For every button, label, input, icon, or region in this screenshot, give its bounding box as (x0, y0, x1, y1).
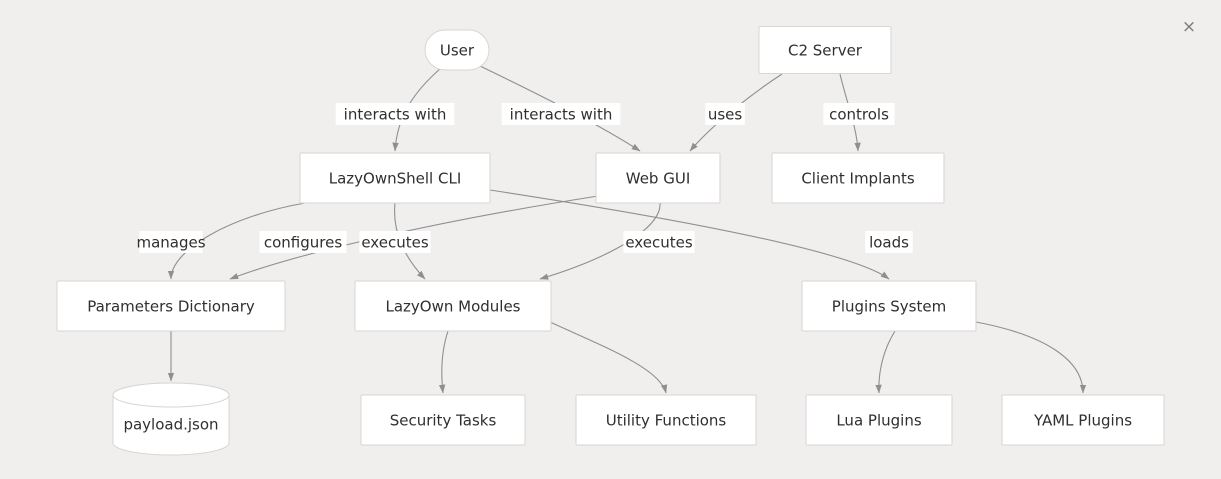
node-label-yamlplugins: YAML Plugins (1033, 412, 1132, 430)
node-label-user: User (440, 42, 475, 60)
edge-plugins-to-yamlplugins (975, 321, 1087, 394)
edge-label-controls-c2-implants: controls (823, 103, 895, 125)
node-label-luaplugins: Lua Plugins (836, 412, 921, 430)
node-label-webgui: Web GUI (626, 170, 691, 188)
node-c2[interactable]: C2 Server (758, 26, 892, 74)
node-label-c2: C2 Server (788, 42, 863, 60)
node-implants[interactable]: Client Implants (771, 152, 945, 204)
edge-label-text: uses (708, 106, 743, 124)
node-payload[interactable]: payload.json (112, 382, 230, 456)
edge-label-text: interacts with (510, 106, 613, 124)
edge-label-text: manages (136, 234, 205, 252)
edge-modules-to-sectasks (438, 330, 449, 394)
node-label-plugins: Plugins System (832, 298, 946, 316)
node-luaplugins[interactable]: Lua Plugins (805, 394, 953, 446)
edge-label-configures-webgui-params: configures (259, 231, 347, 253)
node-user[interactable]: User (424, 29, 490, 71)
edge-label-interacts-with-user-webgui: interacts with (501, 103, 621, 125)
close-icon[interactable]: × (1181, 16, 1197, 37)
node-plugins[interactable]: Plugins System (801, 280, 977, 332)
edge-modules-to-utilfuncs (549, 321, 668, 394)
edge-cli-to-plugins (489, 189, 890, 280)
node-yamlplugins[interactable]: YAML Plugins (1001, 394, 1165, 446)
node-cli[interactable]: LazyOwnShell CLI (299, 152, 491, 204)
edge-label-text: loads (869, 234, 909, 252)
node-utilfuncs[interactable]: Utility Functions (575, 394, 757, 446)
edge-plugins-to-luaplugins (875, 330, 896, 394)
node-label-payload: payload.json (123, 416, 218, 434)
edge-label-text: executes (625, 234, 692, 252)
node-sectasks[interactable]: Security Tasks (360, 394, 526, 446)
node-label-cli: LazyOwnShell CLI (329, 170, 462, 188)
node-webgui[interactable]: Web GUI (595, 152, 721, 204)
edge-cli-to-params (167, 202, 306, 280)
node-label-sectasks: Security Tasks (390, 412, 497, 430)
node-modules[interactable]: LazyOwn Modules (354, 280, 552, 332)
edge-label-text: configures (264, 234, 342, 252)
edge-label-text: interacts with (344, 106, 447, 124)
node-label-params: Parameters Dictionary (87, 298, 255, 316)
node-label-implants: Client Implants (801, 170, 914, 188)
edge-labels-layer: interacts with interacts with uses controls… (136, 103, 913, 253)
edge-label-executes-webgui-modules: executes (623, 231, 695, 253)
edge-label-uses-c2-webgui: uses (705, 103, 745, 125)
edge-label-loads-cli-plugins: loads (865, 231, 913, 253)
edge-label-interacts-with-user-cli: interacts with (335, 103, 455, 125)
edge-label-executes-cli-modules: executes (359, 231, 431, 253)
edges-layer (167, 65, 1087, 394)
edge-label-manages-cli-params: manages (136, 231, 206, 253)
node-label-utilfuncs: Utility Functions (606, 412, 727, 430)
node-label-modules: LazyOwn Modules (385, 298, 520, 316)
edge-label-text: executes (361, 234, 428, 252)
edge-label-text: controls (829, 106, 889, 124)
node-params[interactable]: Parameters Dictionary (56, 280, 286, 332)
